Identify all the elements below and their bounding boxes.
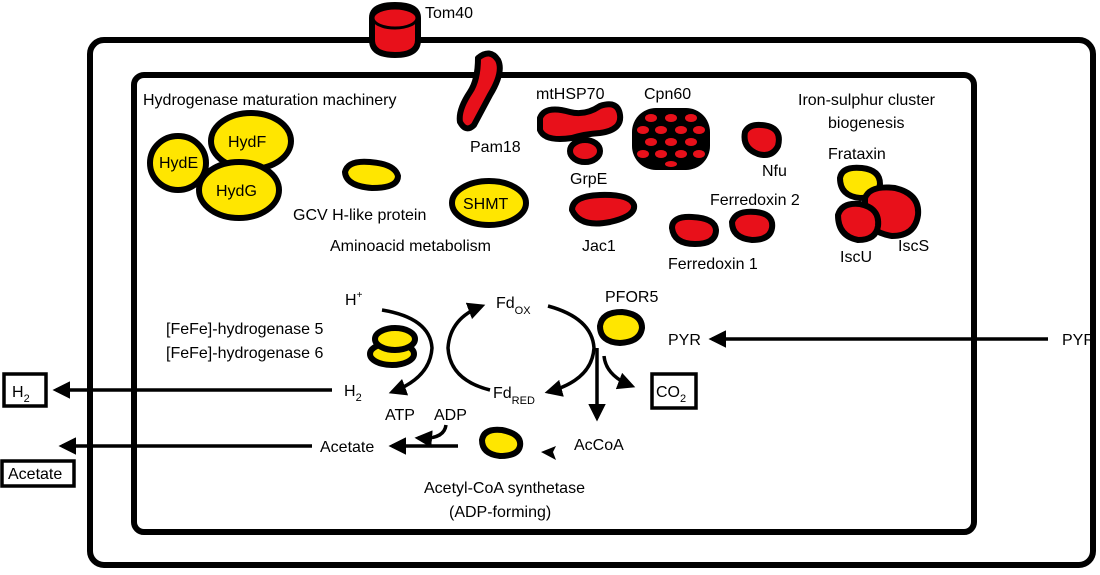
pam18-protein bbox=[456, 50, 503, 132]
shmt-protein bbox=[449, 178, 529, 228]
h2-output-label: H2 bbox=[12, 384, 30, 405]
accoa-label: AcCoA bbox=[574, 437, 624, 454]
grpe-protein bbox=[567, 137, 603, 165]
hydg-label: HydG bbox=[216, 183, 257, 200]
fd-red-label: FdRED bbox=[493, 385, 535, 407]
tom40-protein bbox=[369, 2, 421, 58]
pam18-label: Pam18 bbox=[470, 139, 521, 156]
outer-membrane bbox=[87, 37, 1096, 568]
hydrogenase5-label: [FeFe]-hydrogenase 5 bbox=[166, 321, 324, 338]
adp-label: ADP bbox=[434, 407, 467, 424]
fd-ox-label: FdOX bbox=[496, 295, 531, 317]
fes-group-label-1: Iron-sulphur cluster bbox=[798, 92, 936, 109]
acetate-output-box bbox=[0, 459, 76, 488]
hyde-label: HydE bbox=[159, 155, 198, 172]
hydg-protein bbox=[196, 159, 282, 221]
co2-label: CO2 bbox=[656, 384, 686, 405]
acs-protein bbox=[479, 426, 524, 459]
jac1-label: Jac1 bbox=[582, 238, 616, 255]
grpe-label: GrpE bbox=[570, 171, 607, 188]
arrow-adp-to-atp bbox=[414, 424, 448, 448]
fes-group-label-2: biogenesis bbox=[828, 115, 905, 132]
cpn60-protein bbox=[632, 108, 710, 170]
hydrogenase6-label: [FeFe]-hydrogenase 6 bbox=[166, 345, 324, 362]
arrow-to-co2 bbox=[602, 355, 636, 390]
hydf-label: HydF bbox=[228, 134, 266, 151]
arrow-fdred-to-fdox bbox=[446, 302, 491, 392]
co2-box bbox=[650, 372, 698, 410]
atp-label: ATP bbox=[385, 407, 415, 424]
ferredoxin2-protein bbox=[729, 208, 776, 243]
hydrogenase5-protein bbox=[372, 325, 418, 353]
mthsp70-protein bbox=[537, 101, 624, 142]
tom40-label: Tom40 bbox=[425, 5, 473, 22]
ferredoxin1-label: Ferredoxin 1 bbox=[668, 256, 758, 273]
hydrogenase-maturation-label: Hydrogenase maturation machinery bbox=[143, 92, 396, 109]
pyr-outer-label: PYR bbox=[1062, 332, 1095, 349]
ferredoxin1-protein bbox=[669, 213, 719, 247]
jac1-protein bbox=[569, 191, 638, 227]
nfu-label: Nfu bbox=[762, 163, 787, 180]
arrow-h-plus-to-h2 bbox=[381, 308, 434, 396]
iscu-label: IscU bbox=[840, 249, 872, 266]
aminoacid-metabolism-label: Aminoacid metabolism bbox=[330, 238, 491, 255]
mthsp70-label: mtHSP70 bbox=[536, 86, 605, 103]
gcv-protein bbox=[342, 158, 401, 191]
acs-label-1: Acetyl-CoA synthetase bbox=[424, 480, 585, 497]
acetate-output-label: Acetate bbox=[8, 466, 62, 483]
acs-label-2: (ADP-forming) bbox=[449, 504, 551, 521]
arrow-fdox-to-fdred bbox=[544, 304, 596, 397]
h2-output-box bbox=[2, 372, 48, 408]
shmt-label: SHMT bbox=[463, 196, 509, 213]
frataxin-label: Frataxin bbox=[828, 146, 886, 163]
cpn60-label: Cpn60 bbox=[644, 86, 691, 103]
h2-label: H2 bbox=[344, 383, 362, 404]
pfor-label: PFOR5 bbox=[605, 289, 658, 306]
acetate-inner-label: Acetate bbox=[320, 439, 374, 456]
hyde-protein bbox=[147, 133, 209, 193]
ferredoxin2-label: Ferredoxin 2 bbox=[710, 192, 800, 209]
iscs-label: IscS bbox=[898, 238, 929, 255]
accoa-arrowhead bbox=[541, 446, 556, 460]
nfu-protein bbox=[741, 121, 782, 158]
h-plus-label: H+ bbox=[345, 290, 363, 309]
inner-membrane bbox=[131, 72, 977, 535]
gcv-label: GCV H-like protein bbox=[293, 207, 426, 224]
pfor-protein bbox=[597, 309, 645, 346]
pyr-inner-label: PYR bbox=[668, 332, 701, 349]
iscu-protein bbox=[835, 200, 882, 243]
